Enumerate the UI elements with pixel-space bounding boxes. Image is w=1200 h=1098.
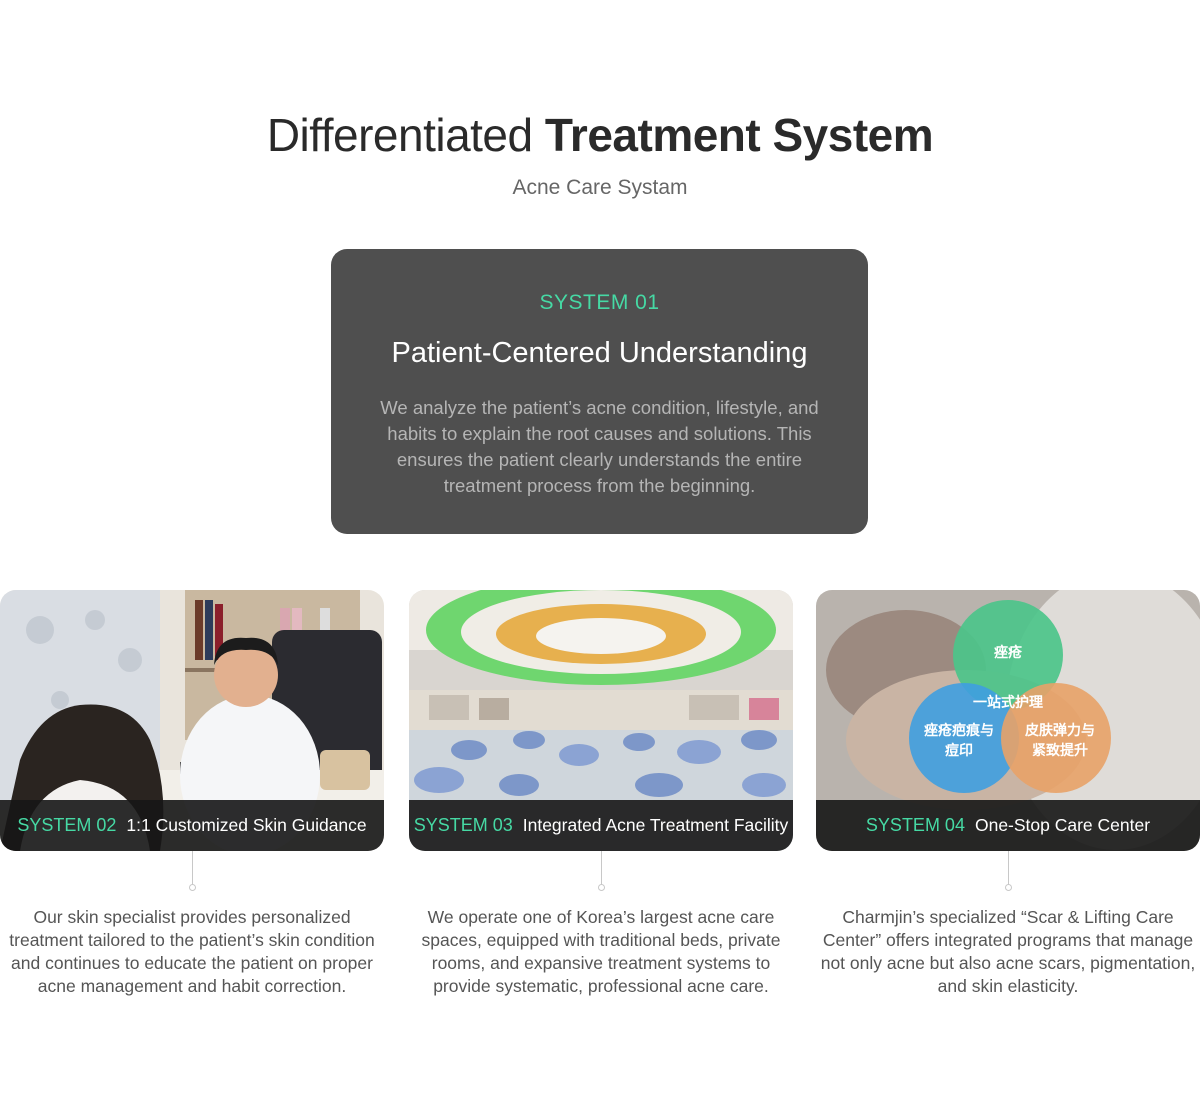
system02-bar: SYSTEM 02 1:1 Customized Skin Guidance bbox=[0, 800, 384, 851]
system04-card: 痤疮 一站式护理 痤疮疤痕与痘印 皮肤弹力与紧致提升 SYSTEM 04 One… bbox=[816, 590, 1200, 851]
page-subtitle: Acne Care Systam bbox=[512, 176, 688, 199]
system04-bar: SYSTEM 04 One-Stop Care Center bbox=[816, 800, 1200, 851]
system03-bar: SYSTEM 03 Integrated Acne Treatment Faci… bbox=[409, 800, 793, 851]
system04-connector-dot bbox=[1005, 884, 1012, 891]
system02-connector bbox=[192, 851, 193, 885]
system03-name: Integrated Acne Treatment Facility bbox=[522, 815, 789, 835]
page-title: Differentiated Treatment System bbox=[0, 108, 1200, 162]
system04-name: One-Stop Care Center bbox=[974, 815, 1151, 835]
venn-top-label: 痤疮 bbox=[994, 644, 1022, 660]
system02-description: Our skin specialist provides personalize… bbox=[9, 907, 375, 996]
system02-card: SYSTEM 02 1:1 Customized Skin Guidance bbox=[0, 590, 384, 851]
system03-connector bbox=[601, 851, 602, 885]
page-title-light: Differentiated bbox=[266, 109, 545, 161]
consultation-photo bbox=[0, 590, 384, 851]
venn-left-label: 痤疮疤痕与痘印 bbox=[924, 722, 994, 758]
system04-connector bbox=[1008, 851, 1009, 885]
system02-connector-dot bbox=[189, 884, 196, 891]
system03-num: SYSTEM 03 bbox=[413, 815, 513, 835]
system03-card: SYSTEM 03 Integrated Acne Treatment Faci… bbox=[409, 590, 793, 851]
venn-center-label: 一站式护理 bbox=[973, 694, 1043, 710]
system02-num: SYSTEM 02 bbox=[17, 815, 117, 835]
venn-right-label: 皮肤弹力与紧致提升 bbox=[1025, 722, 1095, 758]
system04-num: SYSTEM 04 bbox=[865, 815, 965, 835]
system01-card: SYSTEM 01 Patient-Centered Understanding… bbox=[331, 249, 868, 534]
system04-description: Charmjin’s specialized “Scar & Lifting C… bbox=[820, 907, 1196, 996]
system01-label: SYSTEM 01 bbox=[539, 291, 660, 314]
system01-title: Patient-Centered Understanding bbox=[391, 337, 808, 369]
system03-connector-dot bbox=[598, 884, 605, 891]
system03-description: We operate one of Korea’s largest acne c… bbox=[421, 907, 781, 996]
system02-name: 1:1 Customized Skin Guidance bbox=[126, 815, 367, 835]
system01-description: We analyze the patient’s acne condition,… bbox=[380, 397, 819, 496]
page-title-bold: Treatment System bbox=[544, 109, 934, 161]
